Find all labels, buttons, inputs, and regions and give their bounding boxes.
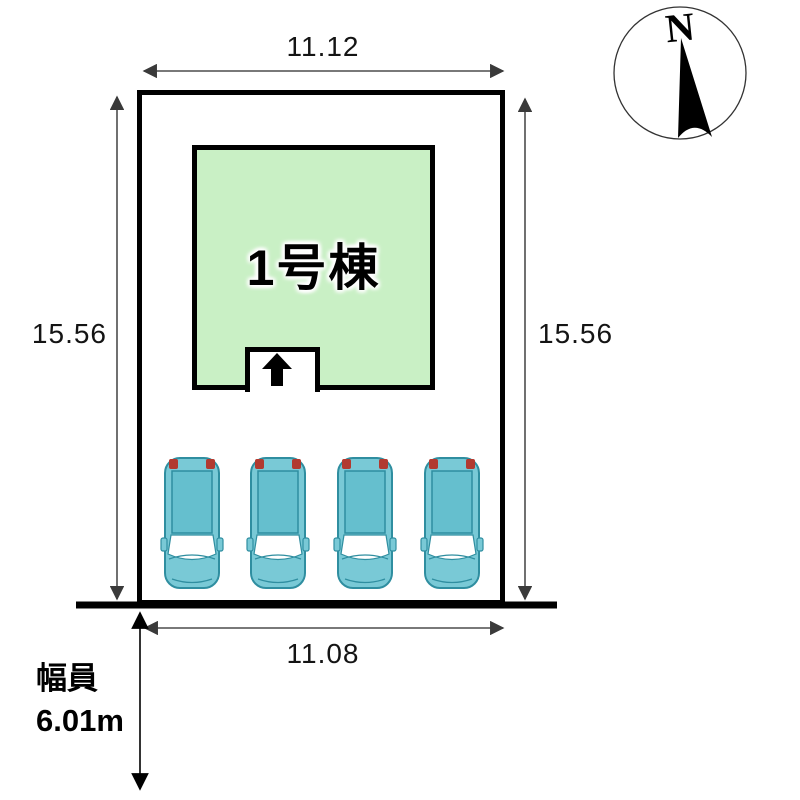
dimension-left-label: 15.56 [31, 318, 107, 349]
road-width-name: 幅員 [36, 661, 98, 696]
car-icon [333, 457, 397, 589]
entrance-arrow-icon [262, 353, 292, 386]
car-icon [420, 457, 484, 589]
dimension-right-label: 15.56 [538, 318, 614, 349]
compass [613, 6, 747, 140]
car-icon [160, 457, 224, 589]
road-width-value: 6.01m [36, 703, 124, 738]
dimension-bottom-label: 11.08 [286, 638, 360, 669]
dimension-top-label: 11.12 [286, 31, 360, 62]
compass-needle-icon [678, 38, 712, 138]
car-icon [246, 457, 310, 589]
building-label: 1号棟 [246, 240, 381, 296]
compass-north-label: N [663, 3, 697, 52]
road-width-label: 幅員 6.01m [36, 658, 124, 742]
